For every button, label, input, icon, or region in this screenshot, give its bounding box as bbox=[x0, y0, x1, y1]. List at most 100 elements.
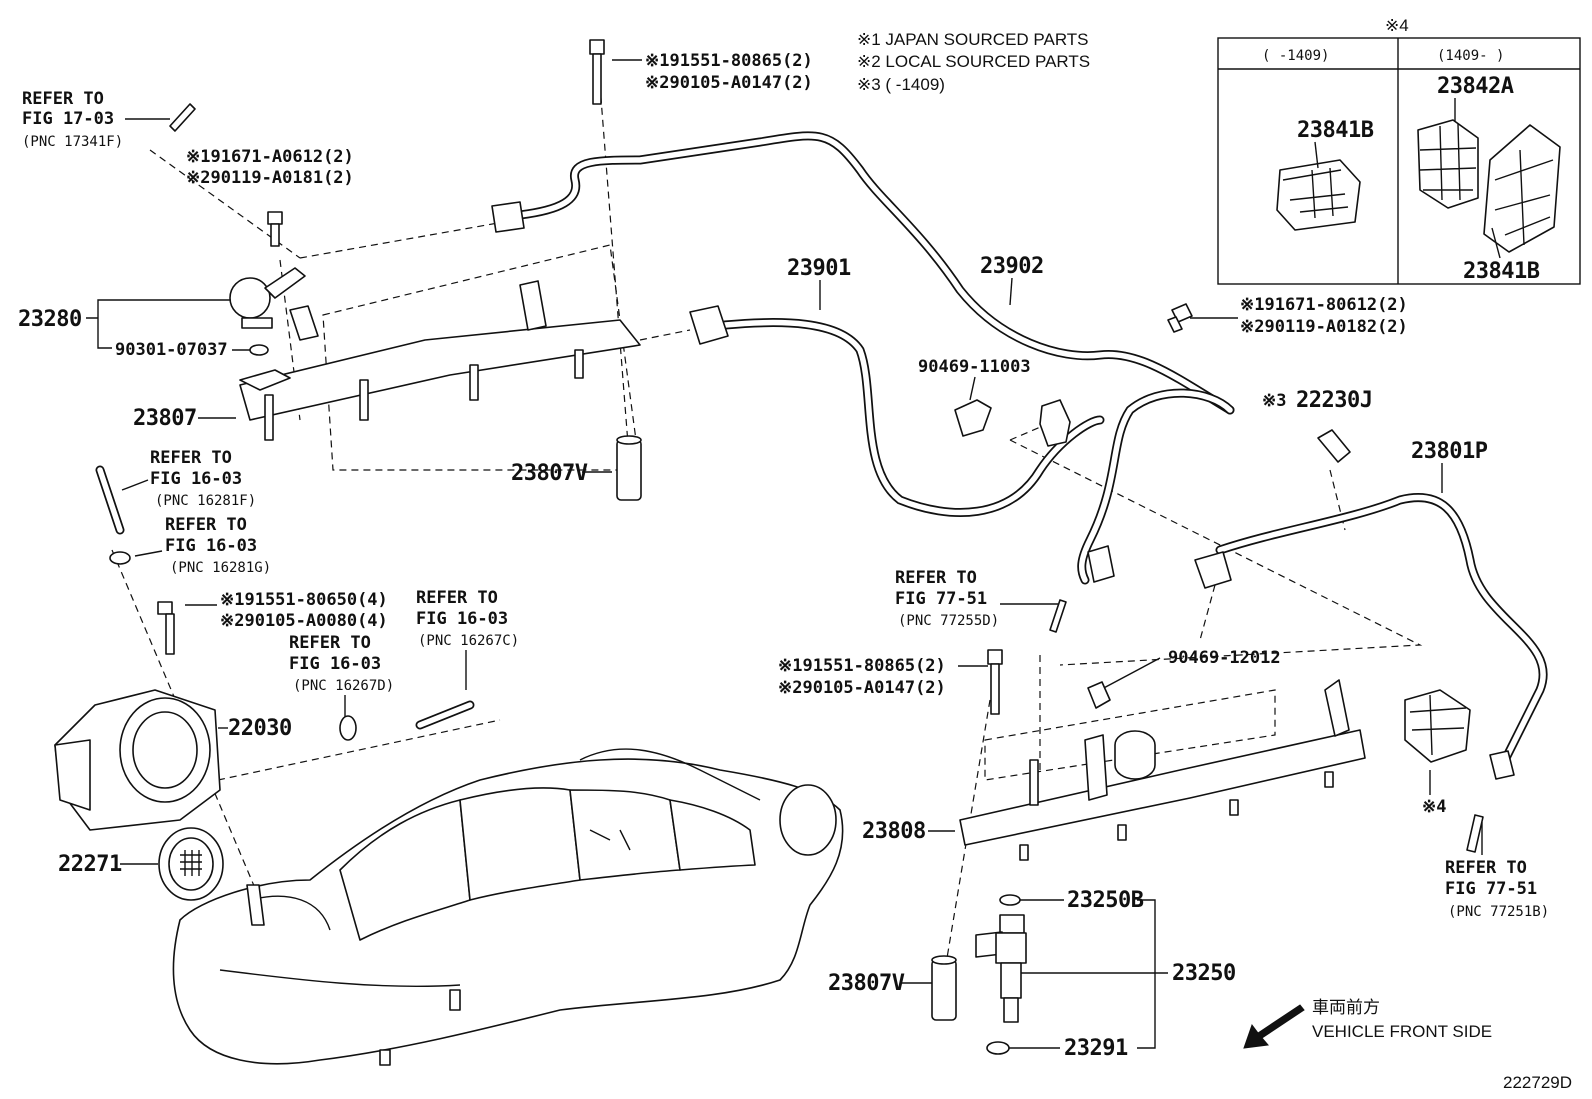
ref-label: REFER TO bbox=[150, 448, 232, 468]
callout-bolt-left: ※191671-A0612(2) ※290119-A0181(2) bbox=[186, 147, 354, 188]
label-23807V-upper: 23807V bbox=[511, 461, 588, 486]
relay-23841B-right-icon bbox=[1483, 124, 1561, 259]
callout-bolt-throttle: ※191551-80650(4) ※290105-A0080(4) bbox=[185, 590, 388, 631]
ref-figure: FIG 77-51 bbox=[1445, 879, 1537, 899]
leader-23250 bbox=[1004, 899, 1168, 1049]
label-22230J-tag: ※3 bbox=[1262, 391, 1286, 411]
connector-23801P-end-icon bbox=[1489, 750, 1515, 780]
ref-label: REFER TO bbox=[895, 568, 977, 588]
bolt-tb-jp: ※191551-80650(4) bbox=[220, 590, 388, 610]
clip-90469-11003-icon bbox=[954, 399, 992, 437]
clamp-23901-icon bbox=[1039, 399, 1071, 447]
ref-label: REFER TO bbox=[289, 633, 371, 653]
relay-23842A-icon bbox=[1417, 98, 1479, 209]
damper-23807V-upper-icon bbox=[616, 435, 642, 501]
gasket-90301-icon bbox=[249, 344, 269, 356]
ref-figure: FIG 16-03 bbox=[165, 536, 257, 556]
ref-pnc: (PNC 77251B) bbox=[1448, 904, 1549, 920]
connector-23801P-icon bbox=[1194, 551, 1232, 589]
bolt-top-icon bbox=[589, 39, 605, 105]
label-23807: 23807 bbox=[133, 406, 197, 431]
intake-manifold-icon bbox=[172, 748, 844, 1066]
ref-figure: FIG 16-03 bbox=[150, 469, 242, 489]
bolt-tb-local: ※290105-A0080(4) bbox=[220, 611, 388, 631]
throttle-body-22030-icon bbox=[54, 689, 221, 831]
hose-clamp-icon bbox=[109, 551, 357, 741]
note-date-range: ※3 ( -1409) bbox=[857, 75, 945, 94]
ref-label: REFER TO bbox=[1445, 858, 1527, 878]
bolt-top-local: ※290105-A0147(2) bbox=[645, 73, 813, 93]
ref-label: REFER TO bbox=[22, 89, 104, 109]
ref-pnc: (PNC 16281G) bbox=[170, 560, 271, 576]
connector-23902-left-icon bbox=[491, 201, 525, 233]
ref-pnc: (PNC 16267C) bbox=[418, 633, 519, 649]
sensor-22230J-icon bbox=[1317, 429, 1351, 463]
bolt-left-jp: ※191671-A0612(2) bbox=[186, 147, 354, 167]
bolt-right-jp: ※191671-80612(2) bbox=[1240, 295, 1408, 315]
inset-tag: ※4 bbox=[1385, 16, 1409, 35]
figure-id: 222729D bbox=[1503, 1073, 1572, 1092]
callout-bolt-top: ※191551-80865(2) ※290105-A0147(2) bbox=[612, 51, 813, 93]
ref-figure: FIG 17-03 bbox=[22, 109, 114, 129]
inset-left-header: ( -1409) bbox=[1262, 48, 1329, 64]
fuel-delivery-pipe-23807 bbox=[239, 280, 641, 441]
direction-en: VEHICLE FRONT SIDE bbox=[1312, 1022, 1492, 1041]
ref-label: REFER TO bbox=[416, 588, 498, 608]
direction-jp: 車両前方 bbox=[1312, 998, 1380, 1017]
label-90301-07037: 90301-07037 bbox=[115, 340, 228, 360]
label-23901: 23901 bbox=[787, 256, 851, 281]
label-90469-12012: 90469-12012 bbox=[1168, 648, 1281, 668]
ref-fig-16-03-16281F: REFER TO FIG 16-03 (PNC 16281F) bbox=[121, 448, 256, 509]
ref-figure: FIG 77-51 bbox=[895, 589, 987, 609]
inset-right-header: (1409- ) bbox=[1437, 48, 1504, 64]
callout-bolt-right: ※191671-80612(2) ※290119-A0182(2) bbox=[1190, 295, 1408, 337]
bolt-left-icon bbox=[267, 211, 283, 247]
relay-23841B-left-icon bbox=[1276, 141, 1361, 231]
gasket-22271-icon bbox=[158, 827, 224, 901]
ref-fig-77-51-77255D: REFER TO FIG 77-51 (PNC 77255D) bbox=[895, 568, 1067, 633]
bolt-lower-local: ※290105-A0147(2) bbox=[778, 678, 946, 698]
label-23280: 23280 bbox=[18, 307, 82, 332]
label-23250: 23250 bbox=[1172, 961, 1236, 986]
label-90469-11003: 90469-11003 bbox=[918, 357, 1031, 377]
label-23291: 23291 bbox=[1064, 1036, 1128, 1061]
bolt-right-local: ※290119-A0182(2) bbox=[1240, 317, 1408, 337]
bolt-lower-icon bbox=[987, 649, 1003, 715]
ref-label: REFER TO bbox=[165, 515, 247, 535]
ref-figure: FIG 16-03 bbox=[289, 654, 381, 674]
inset-part-23842A: 23842A bbox=[1437, 74, 1514, 99]
bolt-lower-jp: ※191551-80865(2) bbox=[778, 656, 946, 676]
vehicle-front-indicator: 車両前方 VEHICLE FRONT SIDE bbox=[1243, 998, 1492, 1049]
pulsation-damper-23280-icon bbox=[229, 267, 306, 329]
label-22271: 22271 bbox=[58, 852, 122, 877]
ref-fig-16-03-16281G: REFER TO FIG 16-03 (PNC 16281G) bbox=[134, 515, 271, 576]
note-local-sourced: ※2 LOCAL SOURCED PARTS bbox=[857, 52, 1090, 71]
hose-connectors bbox=[491, 201, 1515, 780]
connector-23901-icon bbox=[689, 305, 729, 345]
ref-pnc: (PNC 16281F) bbox=[155, 493, 256, 509]
bolt-left-local: ※290119-A0181(2) bbox=[186, 168, 354, 188]
note-japan-sourced: ※1 JAPAN SOURCED PARTS bbox=[857, 30, 1089, 49]
label-23801P: 23801P bbox=[1411, 439, 1488, 464]
ref-pnc: (PNC 16267D) bbox=[293, 678, 394, 694]
fuel-injector-23250-icon bbox=[975, 894, 1027, 1055]
relay-tag4-icon bbox=[1404, 689, 1471, 763]
ref-pnc: (PNC 17341F) bbox=[22, 134, 123, 150]
inset-part-23841B-right: 23841B bbox=[1463, 259, 1540, 284]
part-labels: 23280 90301-07037 23807 23807V 23901 239… bbox=[18, 254, 1488, 1061]
bolt-throttle-icon bbox=[157, 601, 175, 655]
label-23902: 23902 bbox=[980, 254, 1044, 279]
damper-23807V-lower-icon bbox=[931, 955, 957, 1021]
inset-part-23841B-left: 23841B bbox=[1297, 118, 1374, 143]
inset-frame bbox=[1217, 37, 1581, 285]
callout-bolt-lower: ※191551-80865(2) ※290105-A0147(2) bbox=[778, 656, 988, 698]
bolt-right-icon bbox=[1167, 303, 1193, 333]
label-23807V-lower: 23807V bbox=[828, 971, 905, 996]
label-23808: 23808 bbox=[862, 819, 926, 844]
ref-fig-16-03-16267D: REFER TO FIG 16-03 (PNC 16267D) bbox=[289, 633, 394, 718]
front-arrow-icon bbox=[1243, 1004, 1305, 1049]
ref-pnc: (PNC 77255D) bbox=[898, 613, 999, 629]
leader-23280 bbox=[86, 299, 236, 349]
